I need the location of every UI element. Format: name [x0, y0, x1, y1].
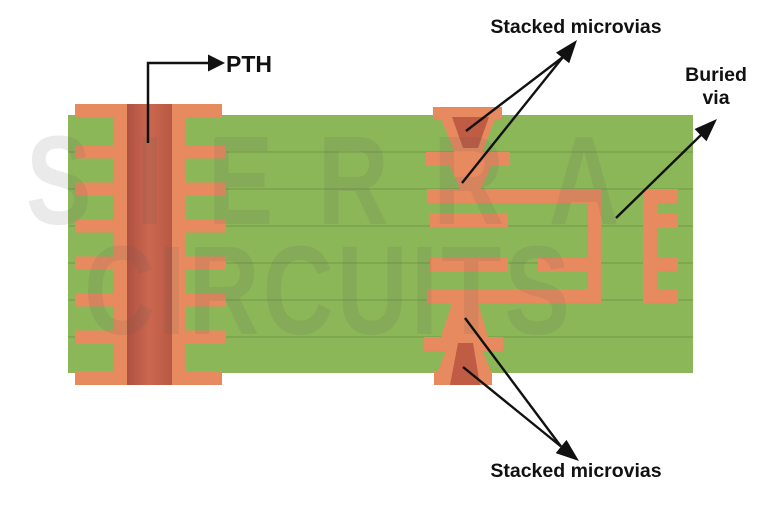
pth-label: PTH	[226, 51, 272, 77]
stacked-microvias-top-label: Stacked microvias	[490, 16, 662, 38]
stacked-microvias-bottom-label: Stacked microvias	[490, 460, 662, 482]
microvia-mid-pad-top	[426, 152, 510, 166]
trace-layer2	[427, 189, 601, 203]
bottom-microvias-pointer	[462, 317, 562, 448]
inner-layer-traces	[427, 189, 601, 303]
buried-via-pointer	[615, 134, 702, 219]
bottom-microvias-arrowhead-icon	[555, 439, 579, 461]
right-vertical-bar	[643, 189, 657, 303]
microvia-bottom-first	[441, 303, 488, 337]
pth-structure	[75, 104, 226, 385]
trace-layer3	[430, 213, 508, 227]
buried-via-label-line1: Buried	[685, 64, 747, 86]
pth-arrowhead-icon	[208, 54, 225, 72]
buried-via-barrel	[588, 189, 601, 303]
buried-via-label-line2: via	[702, 87, 730, 109]
trace-layer4-right	[538, 258, 601, 272]
pth-inner-layer-pads	[75, 145, 226, 344]
trace-layer4-left	[430, 258, 508, 272]
stacked-microvias-top-structure	[426, 107, 510, 191]
right-layer-stubs	[643, 189, 678, 303]
microvia-top-hole	[452, 117, 489, 148]
top-microvias-pointer	[461, 56, 564, 184]
pth-pointer	[146, 61, 208, 143]
trace-layer5	[427, 289, 601, 303]
pth-left-plating	[114, 115, 127, 373]
buried-via-label: Buried via	[672, 64, 760, 110]
pth-drill-hole	[127, 104, 172, 385]
top-microvias-arrowhead-icon	[556, 40, 577, 64]
microvia-top-second	[450, 166, 491, 191]
buried-via-arrowhead-icon	[694, 119, 717, 142]
pth-right-plating	[172, 115, 186, 373]
stacked-microvias-bottom-structure	[424, 303, 503, 385]
